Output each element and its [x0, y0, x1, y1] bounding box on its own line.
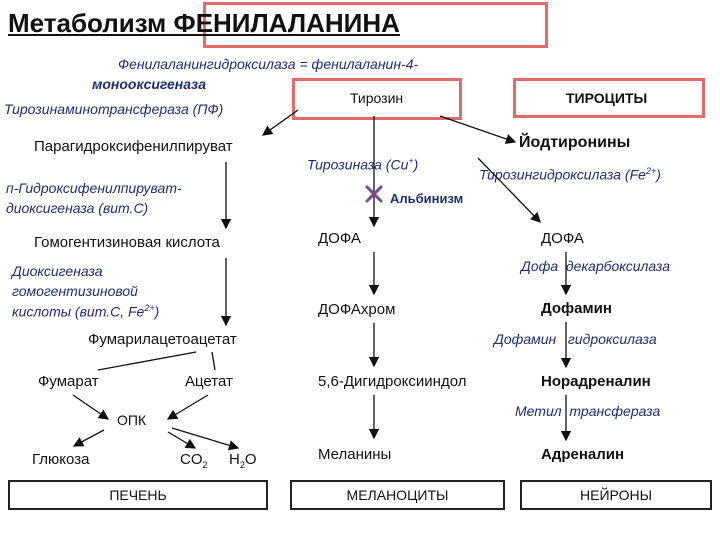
melanocytes-label: МЕЛАНОЦИТЫ	[346, 487, 449, 503]
title-part1: Метаболизм	[8, 8, 174, 38]
tyr-hydroxylase-text: Тирозингидроксилаза (Fe	[479, 166, 646, 183]
methyl-b: трансфераза	[569, 403, 661, 419]
fumarylacetoacetate-node: Фумарилацетоацетат	[88, 331, 237, 348]
hgd-line3-sup: 2+	[144, 303, 155, 313]
acetate-node: Ацетат	[185, 373, 233, 390]
hppd-line1: п-Гидроксифенилпируват-	[6, 180, 182, 196]
tyrosinase-text: Тирозиназа (Cu	[307, 156, 409, 173]
tyrosinase-close: )	[413, 156, 419, 173]
hgd-line3: кислоты (вит.С, Fe2+)	[12, 303, 159, 320]
dopamine-hydrox-b: гидроксилаза	[567, 331, 657, 347]
title-part2: ФЕНИЛАЛАНИНА	[173, 8, 400, 38]
arrow-acetate-to-tca	[166, 394, 209, 420]
neurons-label: НЕЙРОНЫ	[580, 487, 652, 503]
thyrocytes-label: ТИРОЦИТЫ	[566, 90, 648, 106]
homogentisic-acid-node: Гомогентизиновая кислота	[34, 234, 220, 251]
methyltransferase-label: Метил трансфераза	[515, 403, 660, 419]
co2-sub: 2	[202, 460, 208, 470]
arrow-tyrosine-to-hpp	[261, 109, 299, 136]
arrow-tca-to-co2	[167, 431, 197, 449]
arrow-tca-to-glucose	[72, 429, 105, 447]
pah-enzyme-line1: Фенилаланингидроксилаза = фенилаланин-4-	[118, 56, 419, 72]
hgd-line3-text: кислоты (вит.С, Fe	[12, 303, 145, 320]
dopamine-node: Дофамин	[541, 300, 612, 317]
neurons-box: НЕЙРОНЫ	[520, 480, 712, 510]
parahydroxyphenylpyruvate-node: Парагидроксифенилпируват	[34, 138, 233, 155]
arrow-tca-to-h2o	[171, 427, 240, 451]
hgd-line3-close: )	[154, 303, 160, 320]
arrow-fumarate-to-tca	[72, 394, 110, 420]
liver-label: ПЕЧЕНЬ	[109, 487, 167, 503]
tyr-hydroxylase-label: Тирозингидроксилаза (Fe2+)	[479, 166, 661, 183]
hppd-line2: диоксигеназа (вит.С)	[6, 200, 149, 216]
dopachrome-node: ДОФАхром	[318, 301, 396, 318]
tyrosinase-sup: +	[408, 156, 414, 166]
arrow-tyrosine-to-dopa-right	[477, 157, 541, 223]
tyr-hydroxylase-close: )	[656, 166, 661, 183]
tyr-aminotransferase-label: Тирозинаминотрансфераза (ПФ)	[4, 101, 224, 117]
dopa-decarb-a: Дофа	[521, 258, 559, 274]
pah-enzyme-line2: монооксигеназа	[92, 76, 206, 92]
liver-box: ПЕЧЕНЬ	[8, 480, 268, 510]
dopa-decarb-b: декарбоксилаза	[565, 258, 671, 274]
melanocytes-box: МЕЛАНОЦИТЫ	[290, 480, 505, 510]
iodothyronines-node: Йодтиронины	[519, 134, 631, 151]
albinism-label: Альбинизм	[390, 191, 464, 206]
h2o-h: H	[229, 451, 240, 468]
thyrocytes-box	[513, 78, 705, 118]
tyrosinase-label: Тирозиназа (Cu+)	[307, 156, 418, 173]
page-title: Метаболизм ФЕНИЛАЛАНИНА	[8, 8, 400, 39]
glucose-node: Глюкоза	[32, 451, 90, 468]
adrenaline-node: Адреналин	[541, 446, 625, 463]
fumarate-node: Фумарат	[38, 373, 99, 390]
tca-cycle-label: ОПК	[117, 412, 147, 428]
dopa-right-node: ДОФА	[541, 230, 584, 247]
h2o-node: H2O	[229, 451, 257, 470]
split-to-fumarate	[97, 351, 197, 371]
dopa-decarboxylase-label: Дофа декарбоксилаза	[521, 258, 670, 274]
arrow-tyrosine-to-iodothyronines	[439, 115, 517, 144]
noradrenaline-node: Норадреналин	[541, 373, 651, 390]
dopa-left-node: ДОФА	[318, 230, 361, 247]
tyrosine-node: Тирозин	[350, 90, 404, 106]
h2o-sub: 2	[239, 460, 245, 470]
hgd-line1: Диоксигеназа	[12, 263, 103, 279]
title-highlight-box	[203, 2, 548, 48]
albinism-block-icon	[365, 185, 383, 203]
dopamine-hydrox-a: Дофамин	[494, 331, 557, 347]
tyr-hydroxylase-sup: 2+	[645, 166, 657, 176]
split-to-acetate	[211, 351, 216, 371]
dopamine-hydroxylase-label: Дофамин гидроксилаза	[494, 331, 657, 347]
melanins-node: Меланины	[318, 446, 392, 463]
co2-node: CO2	[180, 451, 208, 470]
tyrosine-box	[292, 78, 462, 120]
h2o-o: O	[244, 451, 257, 468]
co2-text: CO	[180, 451, 203, 468]
hgd-line2: гомогентизиновой	[12, 283, 138, 299]
dihydroxyindole-node: 5,6-Дигидроксииндол	[318, 373, 467, 390]
methyl-a: Метил	[515, 403, 562, 419]
